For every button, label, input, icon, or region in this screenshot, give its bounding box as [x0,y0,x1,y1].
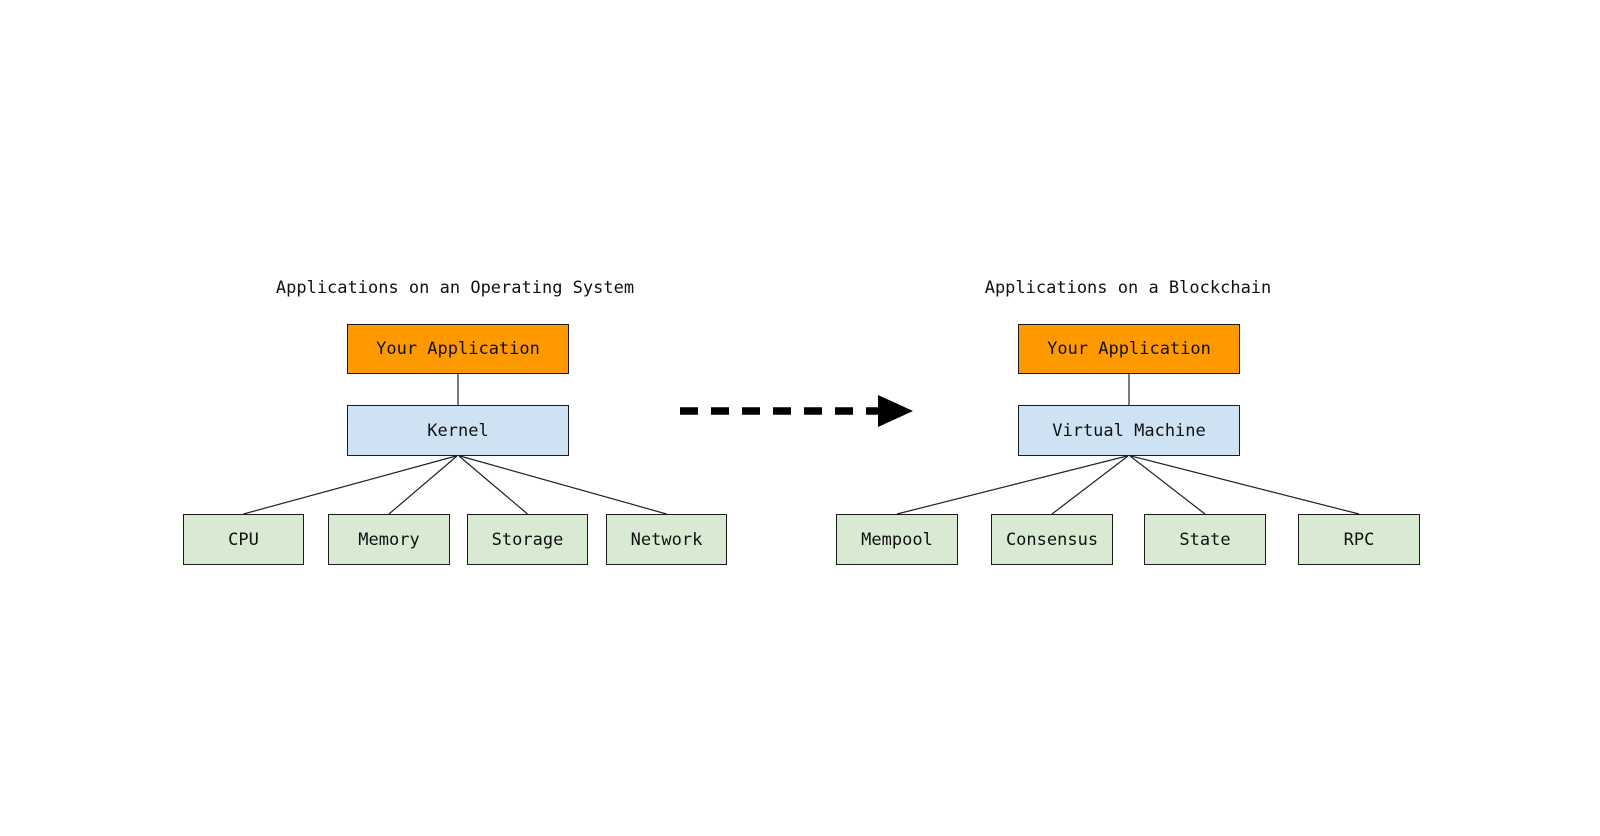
right-vm-consensus-connector [1051,455,1129,515]
right-virtual-machine-box: Virtual Machine [1018,405,1240,456]
right-child-rpc-box: RPC [1298,514,1420,565]
left-kernel-memory-connector [388,455,458,515]
left-your-application-box: Your Application [347,324,569,374]
right-child-state-box: State [1144,514,1266,565]
left-child-storage-box: Storage [467,514,588,565]
left-child-memory-box: Memory [328,514,450,565]
left-kernel-storage-connector [458,455,528,515]
right-diagram-title: Applications on a Blockchain [984,278,1272,298]
left-kernel-box: Kernel [347,405,569,456]
left-kernel-cpu-connector [243,455,457,515]
left-diagram-title: Applications on an Operating System [275,278,635,298]
right-vm-rpc-connector [1130,455,1360,515]
left-child-cpu-box: CPU [183,514,304,565]
transition-arrow [680,395,913,427]
left-child-network-box: Network [606,514,727,565]
right-vm-mempool-connector [896,455,1128,515]
right-your-application-box: Your Application [1018,324,1240,374]
transition-arrow-head [878,395,913,427]
right-child-consensus-box: Consensus [991,514,1113,565]
right-child-mempool-box: Mempool [836,514,958,565]
right-vm-state-connector [1129,455,1206,515]
left-kernel-network-connector [459,455,667,515]
